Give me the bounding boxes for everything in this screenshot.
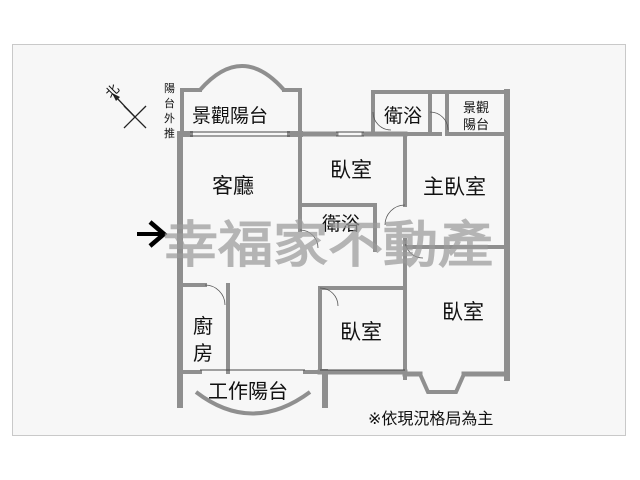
svg-text:推: 推 — [164, 126, 175, 140]
room-kitchen-1: 廚 — [193, 314, 213, 338]
room-living-room: 客廳 — [212, 174, 254, 198]
room-bathroom-top: 衛浴 — [384, 105, 422, 127]
watermark: 幸福家不動產 — [163, 216, 493, 274]
room-master-bedroom: 主臥室 — [423, 175, 486, 199]
svg-text:陽: 陽 — [164, 82, 175, 95]
room-bathroom-mid: 衛浴 — [322, 213, 360, 235]
footnote: ※依現況格局為主 — [368, 409, 493, 428]
svg-text:台: 台 — [164, 96, 175, 110]
compass-north-label: 北 — [103, 82, 123, 102]
entrance-arrow-icon — [137, 220, 168, 248]
room-bedroom-lower: 臥室 — [340, 320, 382, 344]
walls — [177, 88, 510, 408]
windows — [190, 131, 405, 371]
room-scenic-balcony-small-1: 景觀 — [463, 101, 489, 116]
compass-icon: 北 — [103, 82, 147, 129]
room-scenic-balcony-main: 景觀陽台 — [192, 105, 268, 127]
room-work-balcony: 工作陽台 — [208, 379, 288, 403]
bay-windows — [194, 64, 466, 416]
room-kitchen-2: 房 — [193, 341, 213, 365]
room-bedroom-right: 臥室 — [442, 300, 484, 324]
room-bedroom-mid: 臥室 — [330, 158, 372, 182]
balcony-push-out-note: 陽 台 外 推 — [164, 82, 175, 140]
room-labels: 景觀陽台 衛浴 景觀 陽台 客廳 臥室 主臥室 衛浴 廚 房 臥室 臥室 工作陽… — [192, 101, 489, 403]
room-scenic-balcony-small-2: 陽台 — [463, 118, 489, 133]
doors — [204, 111, 449, 307]
svg-text:外: 外 — [164, 112, 175, 125]
